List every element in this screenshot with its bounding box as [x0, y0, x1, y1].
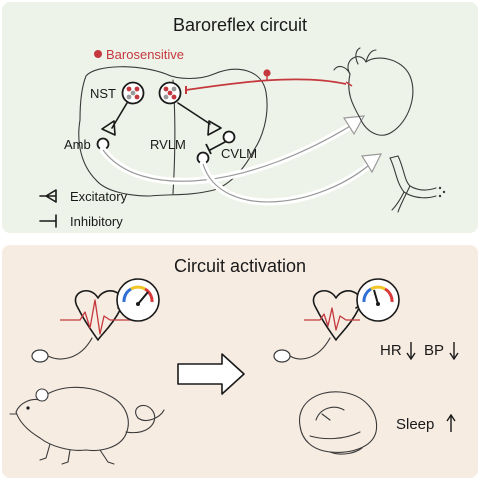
- cvlm-node: [222, 130, 236, 144]
- cvlm-label: CVLM: [221, 146, 257, 161]
- amb-excitatory-terminal: [101, 120, 116, 136]
- inhibitory-legend-label: Inhibitory: [70, 214, 123, 229]
- cvlm-to-rvlm-projection: [209, 141, 226, 151]
- afferent-pathway: [185, 78, 347, 91]
- excitatory-legend-icon: [39, 189, 57, 203]
- pressure-gauge-icon-right: [355, 278, 400, 322]
- cvlm-excitatory-terminal: [207, 120, 222, 136]
- excitatory-legend-label: Excitatory: [70, 189, 128, 204]
- nst-to-cvlm-projection: [177, 102, 211, 125]
- bp-down-arrow-icon: [449, 342, 459, 361]
- amb-label: Amb: [64, 137, 91, 152]
- baroreceptor-icon: [263, 69, 271, 77]
- cuff-tube-left: [47, 337, 93, 360]
- pump-bulb-left-icon: [31, 349, 49, 363]
- hr-label: HR: [380, 342, 402, 359]
- top-panel-title: Baroreflex circuit: [173, 15, 307, 35]
- cuff-tube-right: [289, 337, 331, 360]
- blood-vessel-icon: [389, 155, 446, 213]
- bottom-panel-title: Circuit activation: [174, 256, 306, 276]
- barosensitive-label: Barosensitive: [106, 47, 184, 62]
- barosensitive-dot-icon: [94, 50, 102, 58]
- rvlm-efferent-head: [360, 153, 383, 174]
- bp-label: BP: [424, 342, 444, 359]
- bottom-panel: Circuit activation: [2, 245, 478, 478]
- amb-efferent-outline: [102, 119, 361, 182]
- hr-down-arrow-icon: [406, 342, 416, 361]
- rvlm-efferent-outline: [202, 159, 376, 203]
- rvlm-inhibitory-terminal: [205, 143, 212, 155]
- pump-bulb-right-icon: [273, 349, 291, 363]
- bottom-panel-background: [2, 245, 478, 478]
- nst-right-nucleus: [158, 81, 182, 105]
- amb-efferent-head: [342, 115, 366, 136]
- pressure-gauge-icon-left: [116, 278, 160, 322]
- inhibitory-legend-icon: [39, 214, 57, 228]
- top-panel: Baroreflex circuit Barosensitive NST: [2, 2, 478, 233]
- sleeping-mouse-icon: [298, 391, 378, 455]
- activation-arrow-icon: [177, 353, 245, 395]
- heart-ecg-icon-right: [304, 290, 362, 341]
- mouse-icon: [9, 386, 165, 465]
- nst-label: NST: [90, 86, 116, 101]
- heart-icon: [333, 47, 414, 136]
- rvlm-label: RVLM: [150, 137, 186, 152]
- nst-left-nucleus: [121, 81, 145, 105]
- sleep-label: Sleep: [396, 416, 434, 433]
- sleep-up-arrow-icon: [446, 413, 456, 432]
